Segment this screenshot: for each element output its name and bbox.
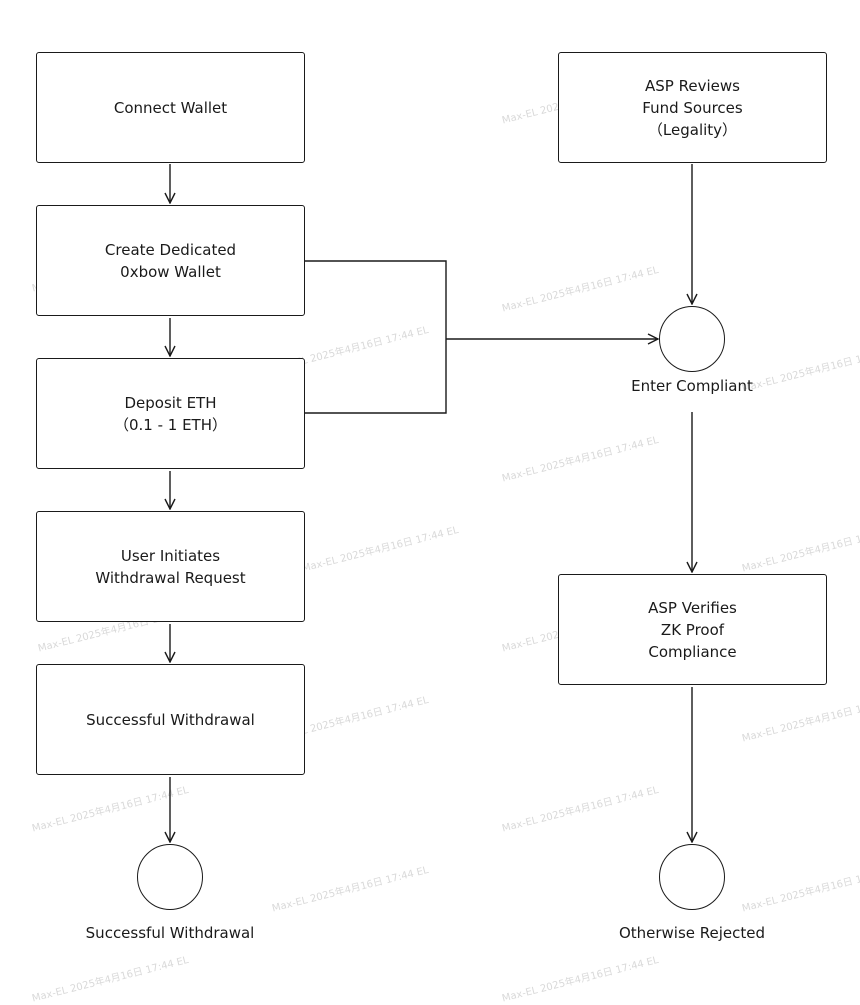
asp-verifies-box: ASP Verifies ZK Proof Compliance [558,574,827,685]
box-line: Fund Sources [642,98,743,117]
box-line: Deposit ETH [124,393,217,412]
asp-verifies-text: ASP Verifies ZK Proof Compliance [648,597,737,663]
box-line: Compliance [648,642,737,661]
successful-withdrawal-text: Successful Withdrawal [86,709,255,731]
box-line: ASP Verifies [648,598,737,617]
deposit-eth-box: Deposit ETH （0.1 - 1 ETH） [36,358,305,469]
asp-reviews-box: ASP Reviews Fund Sources （Legality） [558,52,827,163]
connector-create-to-merge [305,260,447,414]
box-line: Withdrawal Request [95,568,246,587]
enter-compliant-terminal-label: Enter Compliant [631,377,753,395]
box-line: Successful Withdrawal [86,710,255,729]
successful-withdrawal-terminal [137,844,203,910]
successful-withdrawal-terminal-label: Successful Withdrawal [85,924,255,942]
box-line: （0.1 - 1 ETH） [113,415,228,434]
enter-compliant-terminal [659,306,725,372]
deposit-eth-text: Deposit ETH （0.1 - 1 ETH） [114,392,227,436]
box-line: 0xbow Wallet [120,262,221,281]
connect-wallet-box: Connect Wallet [36,52,305,163]
box-line: ASP Reviews [645,76,740,95]
connect-wallet-text: Connect Wallet [114,97,227,119]
create-wallet-box: Create Dedicated 0xbow Wallet [36,205,305,316]
asp-reviews-text: ASP Reviews Fund Sources （Legality） [642,75,742,141]
initiate-withdrawal-text: User Initiates Withdrawal Request [95,545,245,589]
box-line: Connect Wallet [113,98,228,117]
otherwise-rejected-terminal-label: Otherwise Rejected [618,924,766,942]
create-wallet-text: Create Dedicated 0xbow Wallet [105,239,236,283]
box-line: ZK Proof [660,620,725,639]
successful-withdrawal-box: Successful Withdrawal [36,664,305,775]
otherwise-rejected-terminal [659,844,725,910]
box-line: Create Dedicated [104,240,237,259]
box-line: （Legality） [647,120,738,139]
box-line: User Initiates [120,546,221,565]
initiate-withdrawal-box: User Initiates Withdrawal Request [36,511,305,622]
